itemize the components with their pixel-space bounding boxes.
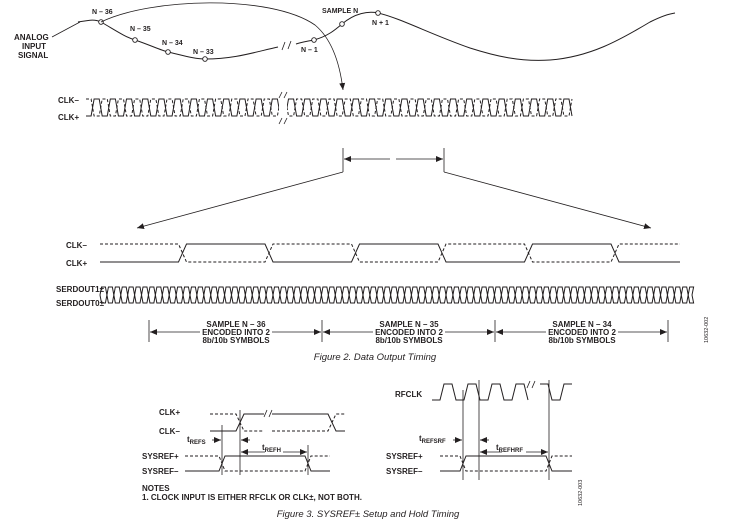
sample-circle-n35 [132,37,138,43]
zoom-line-right [443,171,652,230]
f3l-clk-plus-label: CLK+ [159,408,180,417]
clk-mid-row: CLK– CLK+ [66,241,680,268]
serdout0-label: SERDOUT0± [56,299,105,308]
f3r-sysref-minus-trace [440,455,572,472]
sample-circle-n1 [311,37,317,43]
analog-label-line-2: INPUT [22,42,46,51]
zoom-line-left [136,171,344,230]
clk-top-minus-trace [86,98,573,117]
f3l-trefs-label: tREFS [187,435,206,446]
sample-label-n-plus-1: N + 1 [372,20,389,27]
sample-circle-n-plus-1 [375,10,381,16]
sample-to-clock-arrow [100,2,346,91]
f3r-rfclk-label: RFCLK [395,390,422,399]
figure-3-caption: Figure 3. SYSREF± Setup and Hold Timing [277,509,460,520]
figure-2-code: 10632-002 [704,317,710,343]
f3r-sysref-minus-label: SYSREF– [386,467,423,476]
notes-title: NOTES [142,484,170,493]
f3l-trefh-label: tREFH [262,443,281,454]
span-3-line-2: ENCODED INTO 2 [548,328,616,337]
sample-label-n35: N – 35 [130,26,151,33]
analog-break-mark [281,40,292,51]
figure-3-notes: NOTES 1. CLOCK INPUT IS EITHER RFCLK OR … [142,484,362,502]
span-2-line-2: ENCODED INTO 2 [375,328,443,337]
f3l-sysref-plus-trace [185,455,330,472]
encoded-spans: SAMPLE N – 36 ENCODED INTO 2 8b/10b SYMB… [148,320,669,345]
f3r-sysref-plus-trace [440,455,572,472]
span-1-line-2: ENCODED INTO 2 [202,328,270,337]
f3l-sysref-minus-trace [185,455,330,472]
figure-3-code: 10632-003 [578,480,584,506]
serdout1-label: SERDOUT1± [56,285,105,294]
sample-circle-n [339,21,345,27]
sample-label-n36: N – 36 [92,9,113,16]
figure-2-data-output-timing: ANALOG INPUT SIGNAL N – 36 N – 35 N – 34… [14,2,710,363]
sample-label-sample-n: SAMPLE N [322,8,358,15]
clk-top-minus-label: CLK– [58,96,79,105]
sample-circle-n33 [202,56,208,62]
notes-item-1: 1. CLOCK INPUT IS EITHER RFCLK OR CLK±, … [142,493,362,502]
figure-3-right-rfclk-timing: RFCLK SYSREF+ SYSREF– tREFSRF tREFHRF 10… [386,380,584,506]
f3l-clk-break-mark [263,409,273,418]
span-1-line-1: SAMPLE N – 36 [206,320,266,329]
clk-top-break-mark [278,91,288,125]
analog-label-line-3: SIGNAL [18,51,48,60]
clock-period-zoom [136,148,652,230]
analog-input-signal: ANALOG INPUT SIGNAL N – 36 N – 35 N – 34… [14,2,676,91]
sample-label-n34: N – 34 [162,40,183,47]
figure-2-caption: Figure 2. Data Output Timing [314,352,437,363]
f3r-rfclk-break-mark [526,380,536,389]
span-2-line-1: SAMPLE N – 35 [379,320,439,329]
serdout-row: SERDOUT1± SERDOUT0± [56,285,695,308]
serdout-eye-bottom [99,294,695,304]
f3r-sysref-plus-label: SYSREF+ [386,452,423,461]
clk-mid-minus-label: CLK– [66,241,87,250]
sample-circle-n34 [165,49,171,55]
span-1-line-3: 8b/10b SYMBOLS [202,336,270,345]
sample-label-n1: N – 1 [301,47,318,54]
analog-label-leader [51,21,81,38]
span-3-line-3: 8b/10b SYMBOLS [548,336,616,345]
figure-3-left-clk-timing: CLK+ CLK– SYSREF+ SYSREF– tREFS tREFH [142,408,345,476]
f3l-clk-minus-label: CLK– [159,427,180,436]
clk-mid-plus-trace [100,243,680,263]
sample-label-n33: N – 33 [193,49,214,56]
span-3-line-1: SAMPLE N – 34 [552,320,612,329]
f3l-sysref-plus-label: SYSREF+ [142,452,179,461]
analog-waveform-right [295,11,676,61]
span-2-line-3: 8b/10b SYMBOLS [375,336,443,345]
f3r-trefhrf-label: tREFHRF [496,443,523,454]
clk-mid-minus-trace [100,243,680,263]
clk-top-plus-label: CLK+ [58,113,79,122]
f3r-trefsrf-label: tREFSRF [419,434,446,445]
clk-top-row: CLK– CLK+ [58,91,573,125]
clk-top-break-gap [279,95,287,125]
serdout-eye-top [99,286,695,296]
clk-mid-plus-label: CLK+ [66,259,87,268]
analog-label-line-1: ANALOG [14,33,49,42]
f3l-clk-plus-trace [210,413,345,432]
f3l-clk-minus-trace [210,413,345,432]
clk-top-plus-trace [86,98,573,117]
f3l-sysref-minus-label: SYSREF– [142,467,179,476]
f3r-rfclk-trace [432,383,572,401]
